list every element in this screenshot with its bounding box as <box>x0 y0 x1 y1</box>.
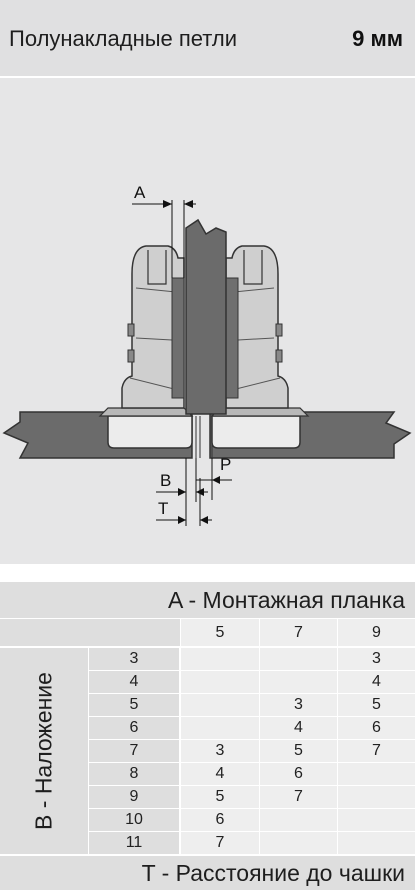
cup-flange-left <box>98 407 194 417</box>
table-cell <box>181 694 259 716</box>
table-cell <box>260 832 337 854</box>
table-footer: T - Расстояние до чашки <box>141 860 405 886</box>
column-header: 9 <box>338 619 415 646</box>
dim-p-arrow <box>212 476 220 484</box>
mounting-plate-left <box>171 277 185 399</box>
table-cell <box>260 809 337 831</box>
table-title: A - Монтажная планка <box>168 587 405 613</box>
row-label: 5 <box>89 694 179 716</box>
hinge-arm-left-detail <box>129 287 179 391</box>
row-axis-label: B - Наложение <box>30 672 57 830</box>
dim-b-arrow <box>178 488 186 496</box>
row-label: 8 <box>89 763 179 785</box>
hinge-cup-right <box>211 415 301 449</box>
table-title-bar: A - Монтажная планка <box>0 582 415 618</box>
dim-label-b: B <box>160 471 171 490</box>
table-cell: 6 <box>338 717 415 739</box>
table-cell <box>338 763 415 785</box>
row-label: 7 <box>89 740 179 762</box>
hinge-diagram: A B P T <box>0 78 415 564</box>
overlay-table: A - Монтажная планка 5 7 9 B - Наложение… <box>0 582 415 890</box>
mounting-plate-right <box>225 277 239 399</box>
table-cell <box>260 671 337 693</box>
table-cell: 4 <box>338 671 415 693</box>
table-cell: 3 <box>181 740 259 762</box>
row-axis-panel: B - Наложение <box>0 648 88 854</box>
row-label: 11 <box>89 832 179 854</box>
hinge-screw-left <box>127 349 135 363</box>
table-cell <box>181 717 259 739</box>
table-cell: 3 <box>338 648 415 670</box>
column-header: 7 <box>260 619 337 646</box>
table-cell: 5 <box>181 786 259 808</box>
dim-label-a: A <box>134 183 146 202</box>
dim-a-arrow <box>184 200 193 208</box>
table-cell: 7 <box>260 786 337 808</box>
hinge-screw-right <box>275 349 283 363</box>
table-cell <box>338 832 415 854</box>
table-cell <box>338 786 415 808</box>
dim-label-t: T <box>158 499 168 518</box>
hinge-arm-left <box>121 245 185 409</box>
table-corner <box>0 619 180 646</box>
table-cell <box>260 648 337 670</box>
table-cell: 3 <box>260 694 337 716</box>
row-label: 10 <box>89 809 179 831</box>
cabinet-wall <box>185 218 227 415</box>
row-label: 6 <box>89 717 179 739</box>
hinge-arm-right <box>225 245 289 409</box>
size-badge: 9 мм <box>352 26 403 51</box>
dim-t-arrow <box>178 516 186 524</box>
table-cell: 5 <box>260 740 337 762</box>
table-cell <box>338 809 415 831</box>
table-cell <box>181 671 259 693</box>
hinge-arm-right-detail <box>243 250 263 285</box>
hinge-screw-right <box>275 323 283 337</box>
table-cell: 7 <box>181 832 259 854</box>
table-cell: 7 <box>338 740 415 762</box>
row-label: 3 <box>89 648 179 670</box>
hinge-arm-right-detail <box>231 287 281 391</box>
row-label: 9 <box>89 786 179 808</box>
hinge-drawing: A B P T <box>2 183 412 526</box>
hinge-cup-left <box>107 415 193 449</box>
dim-label-p: P <box>220 455 231 474</box>
column-header: 5 <box>181 619 259 646</box>
page-title: Полунакладные петли <box>9 26 238 51</box>
dim-t-arrow <box>200 516 208 524</box>
row-label: 4 <box>89 671 179 693</box>
table-cell: 6 <box>260 763 337 785</box>
hinge-arm-left-detail <box>147 250 167 285</box>
table-cell: 4 <box>260 717 337 739</box>
table-cell: 4 <box>181 763 259 785</box>
table-footer-bar: T - Расстояние до чашки <box>0 856 415 890</box>
table-cell <box>181 648 259 670</box>
table-cell: 5 <box>338 694 415 716</box>
table-cell: 6 <box>181 809 259 831</box>
page-header: Полунакладные петли 9 мм <box>0 0 415 76</box>
hinge-screw-left <box>127 323 135 337</box>
dim-a-arrow <box>163 200 172 208</box>
